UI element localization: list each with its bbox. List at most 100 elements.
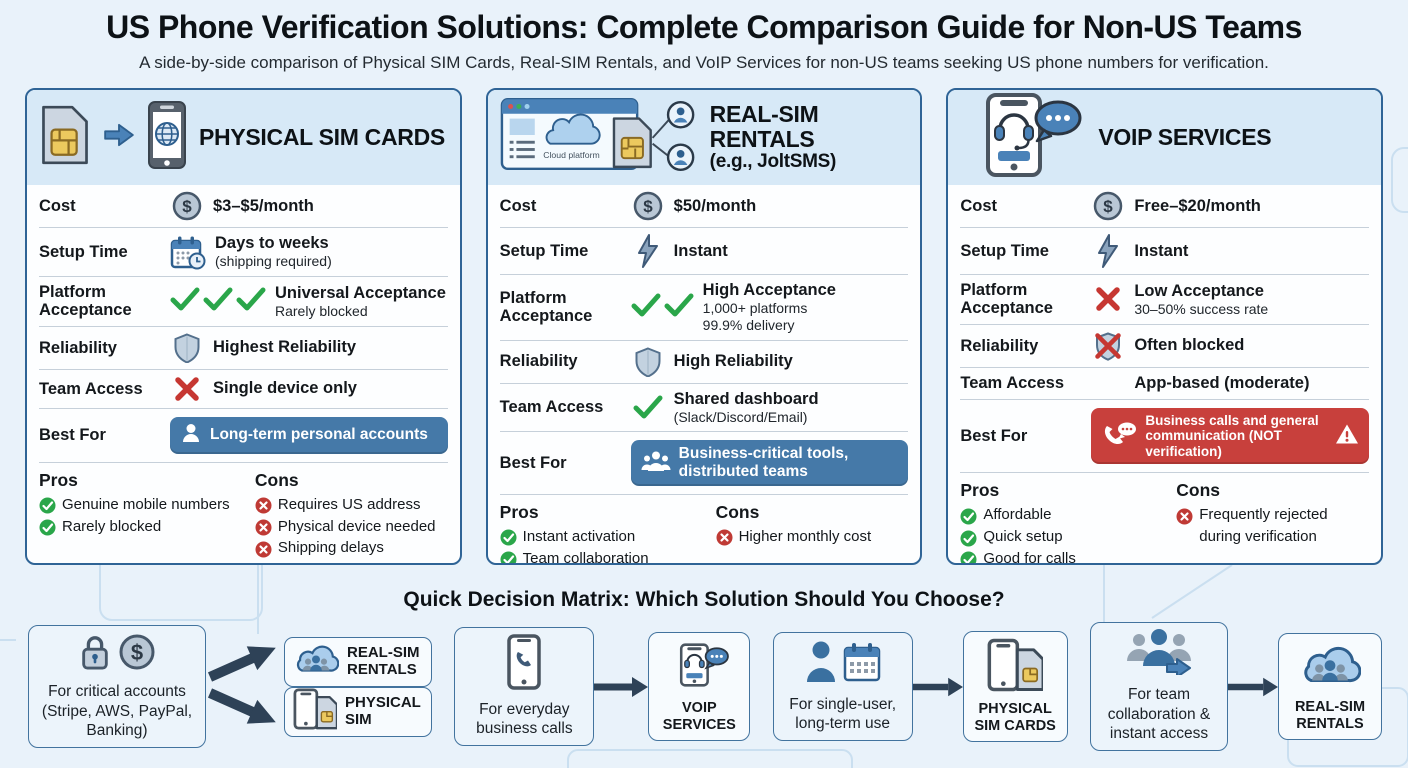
row-setup: Setup Time Instant <box>960 227 1370 274</box>
mini-check-icon <box>500 551 517 563</box>
setup-label: Setup Time <box>39 242 128 261</box>
best-for-badge: Long-term personal accounts <box>170 416 448 454</box>
condition-everyday-calls: For everyday business calls <box>454 626 595 747</box>
cost-label: Cost <box>39 196 76 215</box>
cons-title: Cons <box>715 501 760 522</box>
shield-icon <box>631 346 665 377</box>
check-icon <box>236 287 266 316</box>
phone-call-icon <box>507 634 542 696</box>
calendar-clock-icon <box>170 234 206 270</box>
matrix-group-single-user: For single-user, long-term use PHYSICAL … <box>772 626 1068 747</box>
arrow-right-icon <box>103 123 135 152</box>
pro-item: Quick setup <box>960 526 1176 548</box>
platform-value: Universal Acceptance <box>275 283 446 302</box>
setup-label: Setup Time <box>499 241 589 260</box>
team-label: Team Access <box>39 379 143 398</box>
lightning-icon <box>1091 234 1125 268</box>
cross-icon <box>1091 286 1125 312</box>
setup-note: (shipping required) <box>215 253 332 270</box>
phone-chat-icon <box>1101 420 1137 452</box>
pro-item: Affordable <box>960 504 1176 526</box>
card-real-sim-rentals: Cloud platform REAL-SIM RENTALS (e.g., J… <box>485 88 923 565</box>
dollar-coin-icon: $ <box>170 191 204 221</box>
row-best-for: Best For Long-term personal accounts <box>39 407 448 462</box>
con-item: Requires US address <box>255 494 448 516</box>
mini-check-icon <box>39 497 56 514</box>
pro-item: Team collaboration <box>500 548 716 563</box>
check-icon <box>203 287 233 316</box>
row-best-for: Best For Business calls and general comm… <box>960 398 1370 473</box>
team-label: Team Access <box>960 374 1064 393</box>
pros-cons: Pros Affordable Quick setup Good for cal… <box>960 472 1370 563</box>
outcome-physical-sim-cards: PHYSICAL SIM CARDS <box>962 631 1068 742</box>
setup-value: Instant <box>1134 241 1189 260</box>
pros-title: Pros <box>960 480 1000 501</box>
svg-text:$: $ <box>643 197 653 216</box>
condition-team-collaboration: For team collaboration & instant access <box>1089 621 1228 752</box>
mini-check-icon <box>960 551 977 563</box>
best-for-label: Best For <box>960 426 1028 445</box>
setup-label: Setup Time <box>960 241 1049 260</box>
cloud-team-icon <box>293 640 340 683</box>
person-calendar-icon <box>805 639 881 691</box>
mini-check-icon <box>39 519 56 536</box>
pro-item: Instant activation <box>500 526 716 548</box>
reliability-value: High Reliability <box>673 352 793 371</box>
con-item: Frequently rejected during verification <box>1176 504 1369 548</box>
platform-note: 99.9% delivery <box>702 316 795 333</box>
mini-cross-icon <box>716 529 733 546</box>
cloud-team-icon <box>1299 640 1362 695</box>
row-reliability: Reliability Often blocked <box>960 323 1370 367</box>
check-icon <box>170 287 200 316</box>
row-setup: Setup Time Days to weeks ( <box>39 227 448 276</box>
card-header: VOIP SERVICES <box>948 90 1382 185</box>
platform-value: Low Acceptance <box>1134 281 1264 300</box>
cost-value: Free–$20/month <box>1134 196 1261 215</box>
cost-label: Cost <box>499 196 537 215</box>
row-platform: Platform Acceptance Low Acceptance 30–50… <box>960 274 1370 324</box>
page-title: US Phone Verification Solutions: Complet… <box>106 9 1302 45</box>
dollar-coin-icon: $ <box>631 191 665 221</box>
phone-sim-icon <box>987 638 1045 697</box>
row-reliability: Reliability Highest Reliability <box>39 325 448 369</box>
check-icon <box>631 395 665 419</box>
matrix-group-calls: For everyday business calls VOIP SERVICE… <box>454 626 751 747</box>
platform-value: High Acceptance <box>702 281 836 299</box>
pro-item: Good for calls <box>960 548 1176 563</box>
cons-title: Cons <box>254 469 299 490</box>
row-team: Team Access Shared dashboard (Slack/Disc… <box>499 382 909 432</box>
pro-item: Rarely blocked <box>39 516 255 538</box>
cloud-platform-sim-users-icon: Cloud platform <box>500 93 698 182</box>
mini-cross-icon <box>255 541 272 558</box>
row-team: Team Access Single device only <box>39 368 448 408</box>
best-for-label: Best For <box>499 453 567 472</box>
voip-phone-icon <box>668 639 730 696</box>
phone-sim-icon <box>293 688 339 735</box>
matrix-title: Quick Decision Matrix: Which Solution Sh… <box>403 588 1005 611</box>
con-item: Higher monthly cost <box>716 526 909 548</box>
outcome-physical-sim: PHYSICAL SIM <box>284 686 432 737</box>
dollar-coin-icon: $ <box>1091 191 1125 221</box>
row-reliability: Reliability High Reliability <box>499 339 909 383</box>
row-team: Team Access App-based (moderate) <box>960 366 1370 399</box>
platform-note: 30–50% success rate <box>1134 300 1269 317</box>
pros-cons: Pros Instant activation Team collaborati… <box>499 493 909 563</box>
card-subtitle: (e.g., JoltSMS) <box>709 151 837 173</box>
decision-matrix: $ For critical accounts (Stripe, AWS, Pa… <box>28 621 1382 752</box>
cost-value: $50/month <box>673 196 757 215</box>
condition-single-user: For single-user, long-term use <box>772 631 913 742</box>
team-value: Shared dashboard <box>673 389 819 408</box>
row-best-for: Best For Business-critical tools, distri… <box>499 431 909 494</box>
svg-text:$: $ <box>182 197 192 216</box>
best-for-label: Best For <box>39 426 106 445</box>
shield-blocked-icon <box>1091 331 1125 361</box>
platform-note: 1,000+ platforms <box>702 299 808 316</box>
best-for-badge: Business calls and general communication… <box>1091 407 1370 465</box>
card-voip-services: VOIP SERVICES Cost $ Free–$20/month Setu… <box>946 88 1384 565</box>
card-header: PHYSICAL SIM CARDS <box>27 90 460 185</box>
arrow-right <box>1227 677 1278 696</box>
best-for-value: Long-term personal accounts <box>210 426 428 444</box>
setup-value: Days to weeks <box>215 234 329 253</box>
svg-text:$: $ <box>1104 197 1114 216</box>
row-setup: Setup Time Instant <box>499 227 909 274</box>
